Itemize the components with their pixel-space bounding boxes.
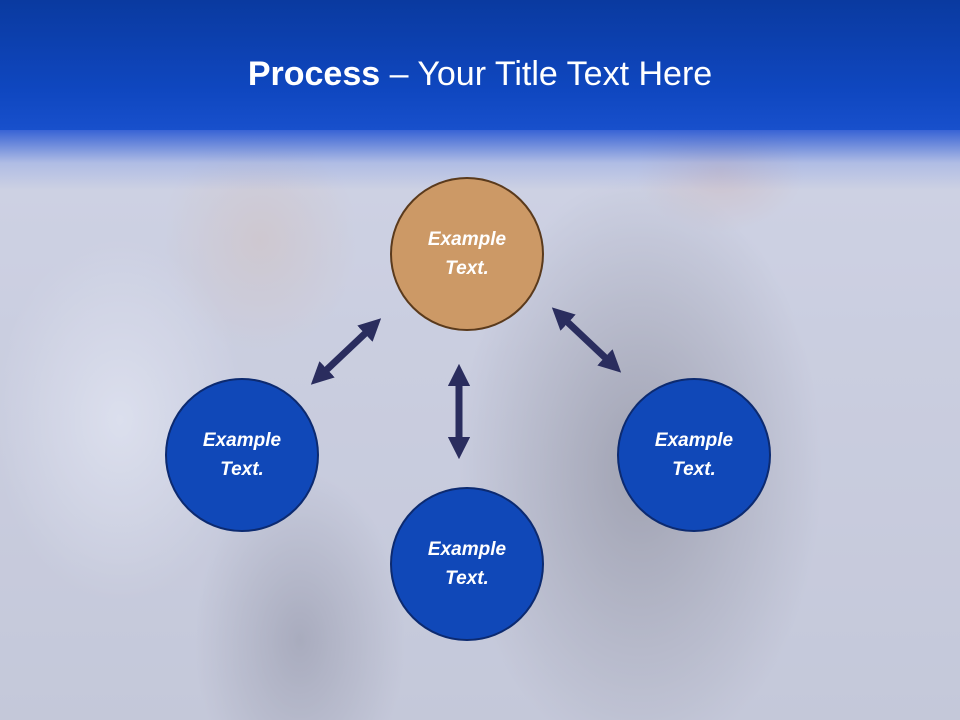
title-bold-part: Process xyxy=(247,55,381,93)
process-step-top[interactable]: Example Text. xyxy=(390,177,544,331)
step-left-label: Example Text. xyxy=(187,426,297,484)
step-left-line2: Text. xyxy=(220,459,264,480)
step-bottom-line1: Example xyxy=(427,539,507,560)
process-step-bottom[interactable]: Example Text. xyxy=(390,487,544,641)
step-right-label: Example Text. xyxy=(639,426,749,484)
title-bar xyxy=(0,0,960,130)
title-rest-part: – Your Title Text Here xyxy=(380,55,713,93)
step-right-line2: Text. xyxy=(672,459,716,480)
step-right-line1: Example xyxy=(654,430,734,451)
arrow-top-right[interactable] xyxy=(551,307,622,373)
step-bottom-label: Example Text. xyxy=(412,535,522,593)
step-left-line1: Example xyxy=(202,430,282,451)
arrow-top-left[interactable] xyxy=(310,318,382,385)
process-step-right[interactable]: Example Text. xyxy=(617,378,771,532)
slide-title[interactable]: Process – Your Title Text Here xyxy=(0,54,960,94)
process-step-left[interactable]: Example Text. xyxy=(165,378,319,532)
step-bottom-line2: Text. xyxy=(445,568,489,589)
step-top-line2: Text. xyxy=(445,258,489,279)
step-top-label: Example Text. xyxy=(412,225,522,283)
step-top-line1: Example xyxy=(427,229,507,250)
